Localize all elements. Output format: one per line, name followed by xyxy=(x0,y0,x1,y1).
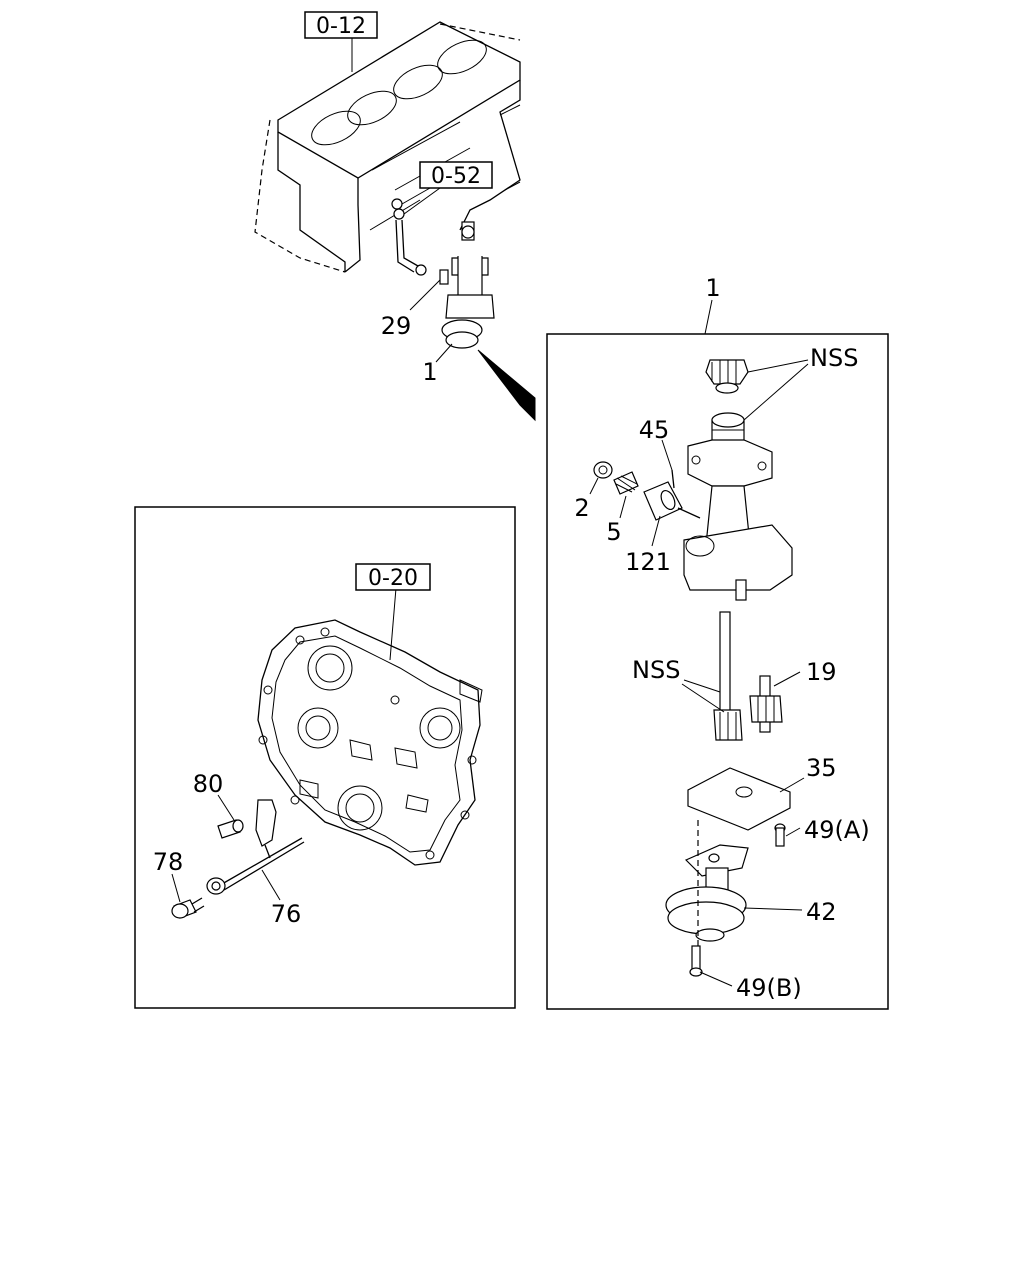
oil-pump-detail-box xyxy=(546,333,889,1010)
callout-nss-mid: NSS xyxy=(632,656,680,684)
callout-5: 5 xyxy=(606,518,621,546)
callout-nss-top: NSS xyxy=(810,344,858,372)
callout-1-assembly: 1 xyxy=(705,274,720,302)
detail-pointer-arrow xyxy=(477,349,536,422)
callout-42: 42 xyxy=(806,898,837,926)
ref-box-0-52[interactable]: 0-52 xyxy=(419,161,493,189)
callout-76: 76 xyxy=(271,900,302,928)
callout-labels: 1 29 1 NSS 45 2 5 121 NSS 19 35 49(A) 42… xyxy=(153,274,870,1002)
callout-19: 19 xyxy=(806,658,837,686)
callout-45: 45 xyxy=(639,416,670,444)
oil-pump-exploded-drawing xyxy=(593,359,793,977)
callout-29: 29 xyxy=(381,312,412,340)
leader-lines xyxy=(171,38,809,987)
callout-78: 78 xyxy=(153,848,184,876)
engine-block-drawing xyxy=(254,21,521,273)
ref-box-0-12[interactable]: 0-12 xyxy=(304,11,378,39)
callout-49a: 49(A) xyxy=(804,816,870,844)
callout-1-top: 1 xyxy=(422,358,437,386)
oil-pipe-drawing xyxy=(391,198,427,276)
ref-label-0-52: 0-52 xyxy=(431,164,481,189)
timing-cover-detail-box xyxy=(134,506,516,1009)
ref-label-0-20: 0-20 xyxy=(368,566,418,591)
callout-2: 2 xyxy=(574,494,589,522)
timing-cover-drawing xyxy=(257,619,483,866)
ref-label-0-12: 0-12 xyxy=(316,14,366,39)
ref-box-0-20[interactable]: 0-20 xyxy=(355,563,431,591)
oil-pump-small-drawing xyxy=(439,221,495,349)
callout-80: 80 xyxy=(193,770,224,798)
callout-49b: 49(B) xyxy=(736,974,802,1002)
callout-35: 35 xyxy=(806,754,837,782)
callout-121: 121 xyxy=(625,548,671,576)
dipstick-parts-drawing xyxy=(171,799,305,919)
